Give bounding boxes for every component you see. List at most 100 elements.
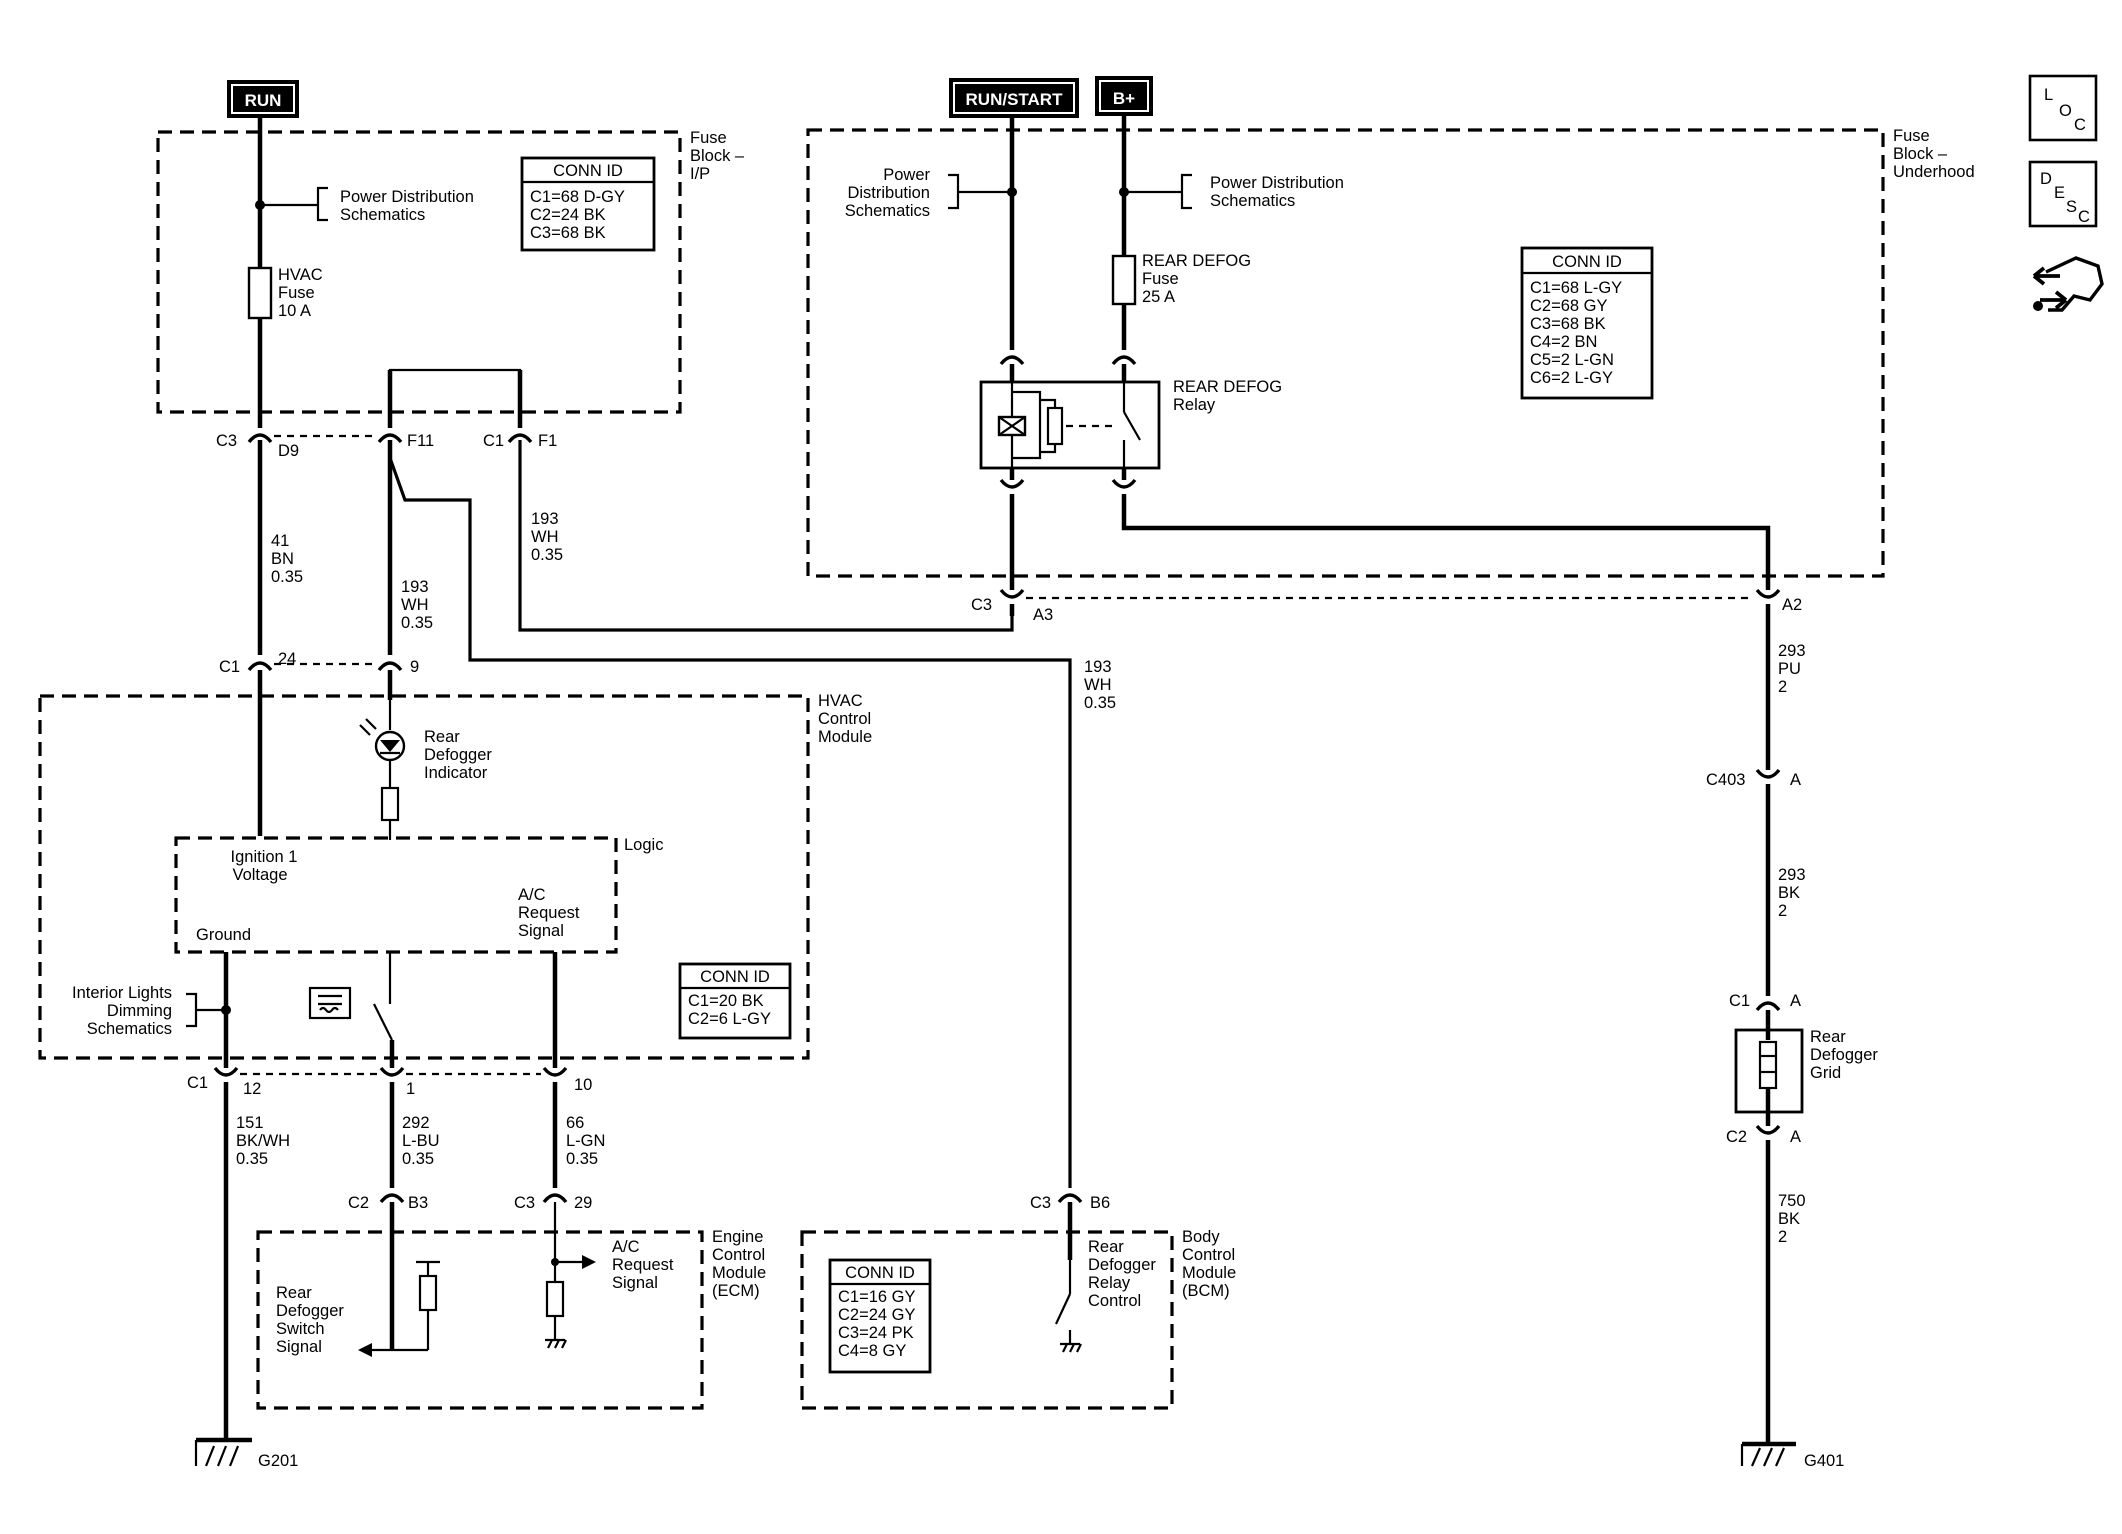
svg-text:C6=2 L-GY: C6=2 L-GY	[1530, 369, 1613, 387]
rear-defogger-grid-label: Rear Defogger Grid	[1810, 1028, 1878, 1082]
svg-text:Schematics: Schematics	[845, 202, 930, 220]
svg-text:151: 151	[236, 1114, 264, 1132]
underhood-power-distribution-left-label: Power Distribution Schematics	[845, 166, 931, 220]
svg-text:Underhood: Underhood	[1893, 163, 1975, 181]
wire-193-c-label: 193 WH 0.35	[1084, 658, 1116, 712]
svg-text:C1=68 D-GY: C1=68 D-GY	[530, 188, 625, 206]
svg-text:Signal: Signal	[518, 922, 564, 940]
svg-text:293: 293	[1778, 866, 1806, 884]
svg-text:RUN: RUN	[245, 91, 282, 110]
svg-text:2: 2	[1778, 678, 1787, 696]
svg-text:A2: A2	[1782, 596, 1802, 614]
grid-c1-label: C1 A	[1729, 992, 1801, 1010]
svg-text:Signal: Signal	[612, 1274, 658, 1292]
bcm-outline	[800, 1230, 1174, 1410]
svg-text:L: L	[2044, 86, 2053, 104]
svg-text:HVAC: HVAC	[278, 266, 323, 284]
desc-button[interactable]: D E S C	[2028, 160, 2098, 228]
svg-text:193: 193	[401, 578, 429, 596]
hvac-fuse-label: HVAC Fuse 10 A	[278, 266, 323, 320]
loc-button[interactable]: L O C	[2028, 74, 2098, 142]
svg-text:Control: Control	[818, 710, 871, 728]
svg-text:Relay: Relay	[1088, 1274, 1131, 1292]
wire-193-a-label: 193 WH 0.35	[401, 578, 433, 632]
hvac-conn-id-box: CONN ID C1=20 BK C2=6 L-GY	[678, 962, 792, 1040]
bplus-source-label: B+	[1095, 76, 1153, 116]
hvac-fuse	[247, 266, 273, 320]
ip-conn-id-box: CONN ID C1=68 D-GY C2=24 BK C3=68 BK	[520, 156, 656, 252]
svg-text:Block –: Block –	[690, 147, 745, 165]
svg-text:L-BU: L-BU	[402, 1132, 440, 1150]
wire-41-label: 41 BN 0.35	[271, 532, 303, 586]
svg-text:Rear: Rear	[1088, 1238, 1124, 1256]
hvac-logic-label: Logic	[624, 836, 663, 854]
bcm-title: Body Control Module (BCM)	[1182, 1228, 1236, 1300]
svg-text:WH: WH	[1084, 676, 1112, 694]
ignition-voltage-label: Ignition 1 Voltage	[231, 848, 298, 884]
svg-text:C2: C2	[1726, 1128, 1747, 1146]
hvac-logic-box	[174, 836, 618, 954]
svg-text:C1=68 L-GY: C1=68 L-GY	[1530, 279, 1622, 297]
svg-text:Power Distribution: Power Distribution	[1210, 174, 1344, 192]
svg-text:Defogger: Defogger	[1088, 1256, 1156, 1274]
wire-292-label: 292 L-BU 0.35	[402, 1114, 440, 1168]
svg-text:Fuse: Fuse	[1142, 270, 1179, 288]
ground-g401-icon	[1740, 1441, 1796, 1467]
underhood-power-distribution-right-label: Power Distribution Schematics	[1210, 174, 1344, 210]
rear-defog-fuse-label: REAR DEFOG Fuse 25 A	[1142, 252, 1251, 306]
svg-text:C1=16 GY: C1=16 GY	[838, 1288, 916, 1306]
ac-request-logic-label: A/C Request Signal	[518, 886, 580, 940]
svg-text:C2: C2	[348, 1194, 369, 1212]
svg-text:C2=6 L-GY: C2=6 L-GY	[688, 1010, 771, 1028]
bcm-pin-labels: C3 B6	[1030, 1194, 1110, 1212]
svg-text:HVAC: HVAC	[818, 692, 863, 710]
svg-text:Defogger: Defogger	[1810, 1046, 1878, 1064]
fuse-block-ip-outline	[156, 130, 682, 414]
svg-text:41: 41	[271, 532, 289, 550]
svg-text:Control: Control	[1088, 1292, 1141, 1310]
svg-text:Request: Request	[612, 1256, 674, 1274]
svg-text:Interior Lights: Interior Lights	[72, 984, 172, 1002]
ecm-ground-icon	[545, 1338, 567, 1349]
underhood-conn-id-box: CONN ID C1=68 L-GY C2=68 GY C3=68 BK C4=…	[1520, 246, 1654, 400]
ecm-ac-request-label: A/C Request Signal	[612, 1238, 674, 1292]
svg-text:E: E	[2054, 184, 2065, 202]
svg-text:BK/WH: BK/WH	[236, 1132, 290, 1150]
fuse-block-underhood-title: Fuse Block – Underhood	[1893, 127, 1975, 181]
rear-defog-fuse	[1111, 254, 1137, 306]
svg-text:Relay: Relay	[1173, 396, 1216, 414]
svg-text:2: 2	[1778, 902, 1787, 920]
svg-text:193: 193	[1084, 658, 1112, 676]
svg-text:Switch: Switch	[276, 1320, 325, 1338]
bcm-conn-id-box: CONN ID C1=16 GY C2=24 GY C3=24 PK C4=8 …	[828, 1258, 932, 1374]
svg-text:S: S	[2066, 198, 2077, 216]
svg-text:Rear: Rear	[424, 728, 460, 746]
ip-pin-labels: C3 D9 F11 C1 F1	[216, 432, 557, 460]
svg-text:66: 66	[566, 1114, 584, 1132]
rear-defog-relay-label: REAR DEFOG Relay	[1173, 378, 1282, 414]
svg-text:Power Distribution: Power Distribution	[340, 188, 474, 206]
svg-text:I/P: I/P	[690, 165, 710, 183]
svg-text:Fuse: Fuse	[278, 284, 315, 302]
grid-c2-label: C2 A	[1726, 1128, 1801, 1146]
bcm-ground-icon	[1060, 1342, 1082, 1353]
ground-g401-label: G401	[1804, 1452, 1844, 1470]
run-start-source-label: RUN/START	[949, 78, 1079, 118]
svg-text:1: 1	[406, 1080, 415, 1098]
connector-navigation-icon[interactable]	[2032, 256, 2104, 312]
svg-text:292: 292	[402, 1114, 430, 1132]
svg-text:CONN ID: CONN ID	[700, 968, 770, 986]
wire-750-label: 750 BK 2	[1778, 1192, 1806, 1246]
svg-text:2: 2	[1778, 1228, 1787, 1246]
svg-text:CONN ID: CONN ID	[845, 1264, 915, 1282]
svg-text:Engine: Engine	[712, 1228, 763, 1246]
wire-293-bk-label: 293 BK 2	[1778, 866, 1806, 920]
svg-text:C4=2 BN: C4=2 BN	[1530, 333, 1597, 351]
svg-text:29: 29	[574, 1194, 592, 1212]
svg-text:C2=68 GY: C2=68 GY	[1530, 297, 1608, 315]
svg-text:D9: D9	[278, 442, 299, 460]
svg-text:Control: Control	[1182, 1246, 1235, 1264]
svg-text:C: C	[2078, 208, 2090, 226]
indicator-resistor	[380, 786, 400, 822]
